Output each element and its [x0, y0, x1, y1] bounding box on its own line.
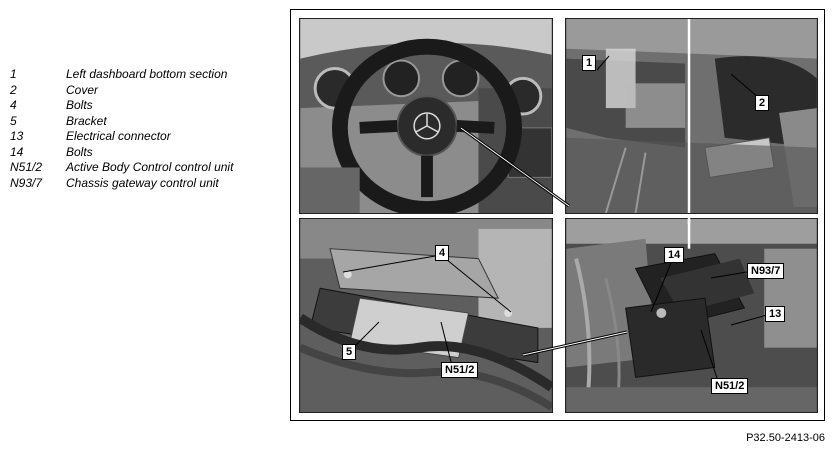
legend-text: Left dashboard bottom section — [66, 67, 228, 81]
legend-code: 1 — [10, 67, 17, 81]
callout-4: 4 — [435, 245, 450, 261]
dashboard-illustration — [300, 19, 552, 213]
legend-code: 2 — [10, 82, 17, 97]
figure-frame: 1 2 4 5 N51/2 14 N93/7 13 N51/2 — [290, 9, 825, 421]
legend-item: N51/2 Active Body Control control unit — [10, 160, 233, 176]
callout-14: 14 — [664, 247, 685, 263]
callout-5: 5 — [342, 344, 357, 360]
bracket-illustration — [300, 219, 552, 412]
callout-n51-2-unit: N51/2 — [711, 378, 749, 394]
legend-item: 1 Left dashboard bottom section — [10, 67, 233, 83]
legend-code: N93/7 — [10, 175, 43, 190]
legend-item: 13 Electrical connector — [10, 129, 233, 145]
legend-text: Bolts — [66, 144, 93, 159]
footwell-illustration — [566, 19, 817, 213]
callout-2: 2 — [755, 95, 770, 111]
legend-code: 5 — [10, 113, 17, 128]
legend-item: 2 Cover — [10, 83, 233, 99]
legend-text: Bracket — [66, 113, 107, 128]
legend-code: 4 — [10, 98, 17, 112]
legend-text: Chassis gateway control unit — [66, 175, 219, 190]
legend-code: 14 — [10, 144, 24, 159]
callout-13: 13 — [765, 306, 786, 322]
photo-footwell — [565, 18, 818, 214]
photo-bracket — [299, 218, 553, 413]
figure-reference-code: P32.50-2413-06 — [746, 432, 825, 444]
legend-code: 13 — [10, 129, 24, 143]
legend-item: 14 Bolts — [10, 145, 233, 161]
legend-item: N93/7 Chassis gateway control unit — [10, 176, 233, 192]
legend-text: Bolts — [66, 98, 93, 112]
legend-text: Active Body Control control unit — [66, 160, 234, 174]
legend-item: 4 Bolts — [10, 98, 233, 114]
callout-n51-2-bracket: N51/2 — [441, 362, 479, 378]
legend-item: 5 Bracket — [10, 114, 233, 130]
legend-text: Cover — [66, 82, 99, 97]
legend-text: Electrical connector — [66, 129, 171, 143]
callout-1: 1 — [582, 55, 597, 71]
legend-code: N51/2 — [10, 160, 43, 174]
photo-dashboard — [299, 18, 553, 214]
callout-n93-7: N93/7 — [747, 263, 785, 279]
